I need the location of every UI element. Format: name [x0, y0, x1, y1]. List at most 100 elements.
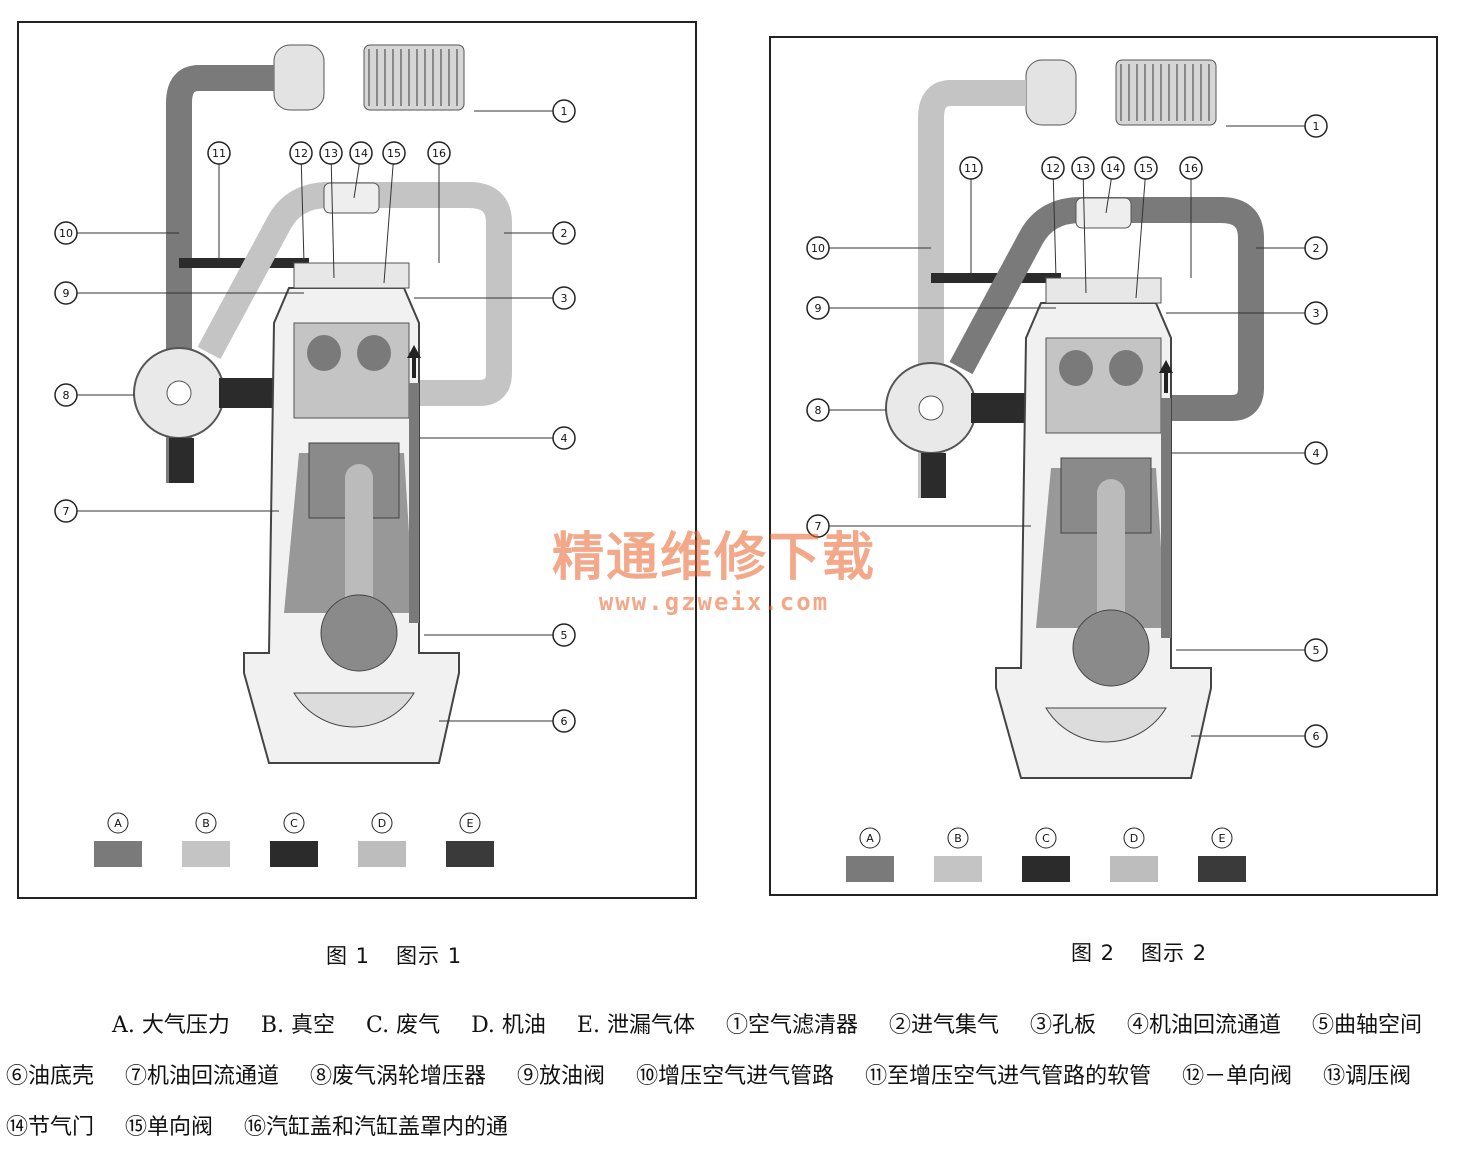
- callout-circle-6: [552, 709, 576, 733]
- callout-label-16: 16: [432, 147, 446, 160]
- callout-circle-7: [54, 499, 78, 523]
- swatch-color-B: [182, 841, 230, 867]
- callout-leader-12: [300, 152, 305, 264]
- callout-label-14: 14: [354, 147, 368, 160]
- throttle-valve-body: [1075, 197, 1132, 229]
- callout-leader-13: [330, 152, 335, 279]
- callout-label-3: 3: [561, 292, 568, 305]
- exhaust-outlet: [971, 393, 1031, 423]
- callout-label-8: 8: [815, 404, 822, 417]
- legend-item-2: ②进气集气: [888, 1013, 999, 1038]
- callout-label-1: 1: [1313, 120, 1320, 133]
- legend-item-16: ⑯汽缸盖和汽缸盖罩内的通: [244, 1115, 509, 1140]
- swatch-label-B: B: [954, 832, 962, 845]
- callout-circle-11: [959, 156, 983, 180]
- swatch-circle-D: [1123, 827, 1145, 849]
- crankshaft-journal: [320, 594, 398, 672]
- air-filter-housing: [1115, 59, 1217, 126]
- callout-circle-5: [1304, 638, 1328, 662]
- swatch-label-C: C: [1042, 832, 1050, 845]
- callout-label-11: 11: [212, 147, 226, 160]
- callout-label-11: 11: [964, 162, 978, 175]
- legend-item-d: D. 机油: [471, 1013, 546, 1038]
- swatch-circle-B: [947, 827, 969, 849]
- swatch-circle-C: [283, 812, 305, 834]
- callout-circle-15: [1134, 156, 1158, 180]
- counterweight: [1045, 707, 1167, 743]
- exhaust-cam: [1109, 350, 1143, 386]
- callout-label-9: 9: [63, 287, 70, 300]
- swatch-label-D: D: [378, 817, 386, 830]
- callout-label-9: 9: [815, 302, 822, 315]
- swatch-label-E: E: [1219, 832, 1226, 845]
- legend-item-1: ①空气滤清器: [725, 1013, 858, 1038]
- swatch-label-D: D: [1130, 832, 1138, 845]
- callout-circle-1: [1304, 114, 1328, 138]
- callout-circle-2: [1304, 236, 1328, 260]
- swatch-circle-D: [371, 812, 393, 834]
- air-filter-cap: [1025, 59, 1077, 126]
- throttle-valve-body: [323, 182, 380, 214]
- callout-circle-9: [54, 281, 78, 305]
- callout-circle-13: [319, 141, 343, 165]
- callout-label-14: 14: [1106, 162, 1120, 175]
- legend-item-6: ⑥油底壳: [6, 1064, 95, 1089]
- exhaust-outlet: [219, 378, 279, 408]
- charge-air-pipe: [166, 65, 274, 483]
- callout-circle-8: [54, 383, 78, 407]
- legend-item-b: B. 真空: [260, 1013, 336, 1038]
- swatch-color-A: [846, 856, 894, 882]
- swatch-circle-A: [107, 812, 129, 834]
- callout-circle-3: [552, 286, 576, 310]
- combustion-chamber: [293, 322, 410, 419]
- swatch-circle-A: [859, 827, 881, 849]
- legend-item-12: ⑫－单向阀: [1182, 1064, 1293, 1089]
- callout-label-3: 3: [1313, 307, 1320, 320]
- legend-item-10: ⑩增压空气进气管路: [636, 1064, 835, 1089]
- air-filter-cap: [273, 44, 325, 111]
- swatch-label-E: E: [467, 817, 474, 830]
- flow-arrow-head: [407, 345, 421, 358]
- callout-circle-9: [806, 296, 830, 320]
- figure-1-caption-number: 图 1: [326, 944, 371, 968]
- swatch-label-C: C: [290, 817, 298, 830]
- callout-circle-11: [207, 141, 231, 165]
- callout-circle-7: [806, 514, 830, 538]
- flow-arrow-head: [1159, 360, 1173, 373]
- callout-circle-15: [382, 141, 406, 165]
- swatch-color-D: [1110, 856, 1158, 882]
- swatch-label-A: A: [866, 832, 874, 845]
- swatch-color-A: [94, 841, 142, 867]
- legend-item-a: A. 大气压力: [112, 1013, 230, 1038]
- callout-label-4: 4: [1313, 447, 1320, 460]
- legend-item-8: ⑧废气涡轮增压器: [310, 1064, 487, 1089]
- turbocharger-hub: [166, 380, 192, 406]
- callout-circle-14: [1101, 156, 1125, 180]
- callout-leader-13: [1082, 167, 1087, 294]
- legend-item-15: ⑮单向阀: [125, 1115, 214, 1140]
- callout-label-5: 5: [561, 629, 568, 642]
- callout-circle-16: [427, 141, 451, 165]
- swatch-color-E: [446, 841, 494, 867]
- intake-manifold-pipe: [197, 182, 512, 406]
- callout-leader-15: [383, 152, 395, 284]
- callout-label-13: 13: [1076, 162, 1090, 175]
- legend-item-14: ⑭节气门: [6, 1115, 95, 1140]
- callout-label-12: 12: [294, 147, 308, 160]
- intake-cam: [1059, 350, 1093, 386]
- callout-circle-10: [806, 236, 830, 260]
- legend-description: A. 大气压力 B. 真空 C. 废气 D. 机油 E. 泄漏气体 ①空气滤清器…: [6, 1000, 1456, 1153]
- legend-item-7: ⑦机油回流通道: [125, 1064, 280, 1089]
- callout-circle-1: [552, 99, 576, 123]
- legend-item-4: ④机油回流通道: [1127, 1013, 1282, 1038]
- exhaust-cam: [357, 335, 391, 371]
- swatch-label-A: A: [114, 817, 122, 830]
- legend-item-13: ⑬调压阀: [1323, 1064, 1412, 1089]
- legend-item-e: E. 泄漏气体: [576, 1013, 695, 1038]
- callout-circle-2: [552, 221, 576, 245]
- callout-label-6: 6: [561, 715, 568, 728]
